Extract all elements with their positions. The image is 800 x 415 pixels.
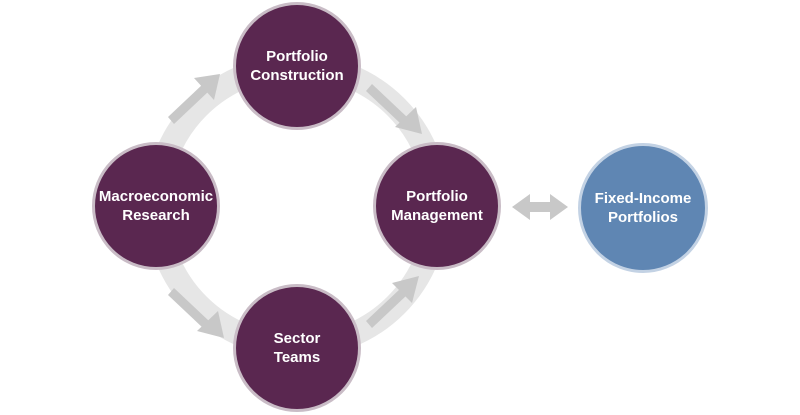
arrow-sector-to-management [366, 276, 419, 328]
arrow-research-to-sector [168, 288, 224, 338]
node-label: Sector Teams [268, 329, 327, 367]
label-line-2: Portfolios [608, 209, 678, 226]
node-macroeconomic-research: Macroeconomic Research [92, 142, 220, 270]
label-line-2: Research [122, 207, 190, 224]
node-label: Portfolio Management [385, 187, 489, 225]
node-label: Fixed-Income Portfolios [589, 189, 698, 227]
label-line-1: Macroeconomic [98, 188, 214, 205]
label-line-1: Sector [273, 330, 321, 347]
node-label: Macroeconomic Research [93, 187, 219, 225]
label-line-1: Portfolio [406, 188, 468, 205]
label-line-1: Fixed-Income [594, 190, 692, 207]
arrow-construction-to-management [366, 84, 422, 134]
label-line-2: Construction [250, 67, 344, 84]
node-sector-teams: Sector Teams [233, 284, 361, 412]
arrow-research-to-construction [168, 74, 220, 124]
node-fixed-income-portfolios: Fixed-Income Portfolios [578, 143, 708, 273]
node-label: Portfolio Construction [244, 47, 349, 85]
node-portfolio-construction: Portfolio Construction [233, 2, 361, 130]
node-portfolio-management: Portfolio Management [373, 142, 501, 270]
label-line-2: Teams [273, 349, 321, 366]
label-line-2: Management [391, 207, 483, 224]
bidirectional-arrow [512, 194, 568, 220]
label-line-1: Portfolio [266, 48, 328, 65]
